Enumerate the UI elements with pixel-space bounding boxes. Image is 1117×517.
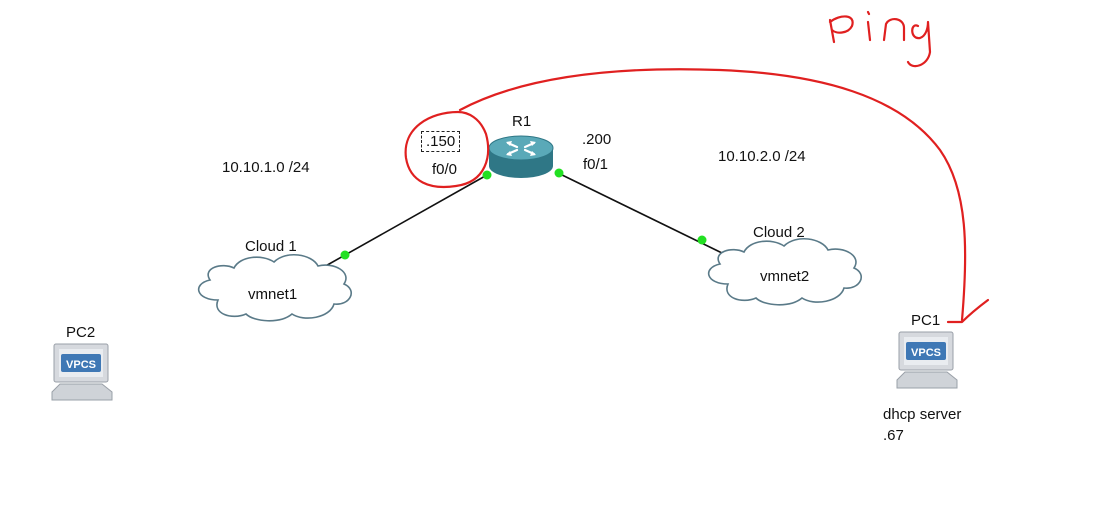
- pc1-badge: VPCS: [911, 347, 941, 359]
- pc1-ip: .67: [883, 427, 904, 444]
- pc1-icon[interactable]: VPCS: [896, 331, 958, 389]
- link-r1-cloud2: [557, 172, 723, 254]
- link-r1-cloud1: [321, 174, 488, 269]
- ping-arrow: [458, 68, 967, 322]
- cloud2-name: Cloud 2: [753, 224, 805, 241]
- pc2-icon[interactable]: VPCS: [51, 343, 113, 401]
- router-left-iface: f0/0: [432, 161, 458, 178]
- pc1-role: dhcp server: [883, 406, 962, 423]
- router-right-ip: .200: [582, 131, 612, 148]
- ping-arrowhead: [946, 298, 990, 324]
- link-status-dot: [340, 250, 350, 260]
- cloud1-name: Cloud 1: [245, 238, 297, 255]
- ping-scribble: [828, 10, 932, 68]
- router-icon[interactable]: [488, 135, 554, 178]
- router-name: R1: [512, 113, 532, 130]
- right-network-label: 10.10.2.0 /24: [718, 148, 806, 165]
- link-status-dot: [554, 168, 564, 178]
- router-left-ip: .150: [421, 131, 461, 152]
- cloud2-adapter: vmnet2: [760, 268, 810, 285]
- link-status-dot: [482, 170, 492, 180]
- cloud2-icon[interactable]: [708, 238, 862, 306]
- pc1-name: PC1: [911, 312, 941, 329]
- ping-annotation: [404, 10, 990, 324]
- pc2-name: PC2: [66, 324, 96, 341]
- pc2-badge: VPCS: [66, 359, 96, 371]
- cloud1-icon[interactable]: [198, 254, 352, 322]
- link-status-dot: [697, 235, 707, 245]
- cloud1-adapter: vmnet1: [248, 286, 298, 303]
- highlight-circle: [404, 110, 490, 188]
- left-network-label: 10.10.1.0 /24: [222, 159, 310, 176]
- router-right-iface: f0/1: [583, 156, 609, 173]
